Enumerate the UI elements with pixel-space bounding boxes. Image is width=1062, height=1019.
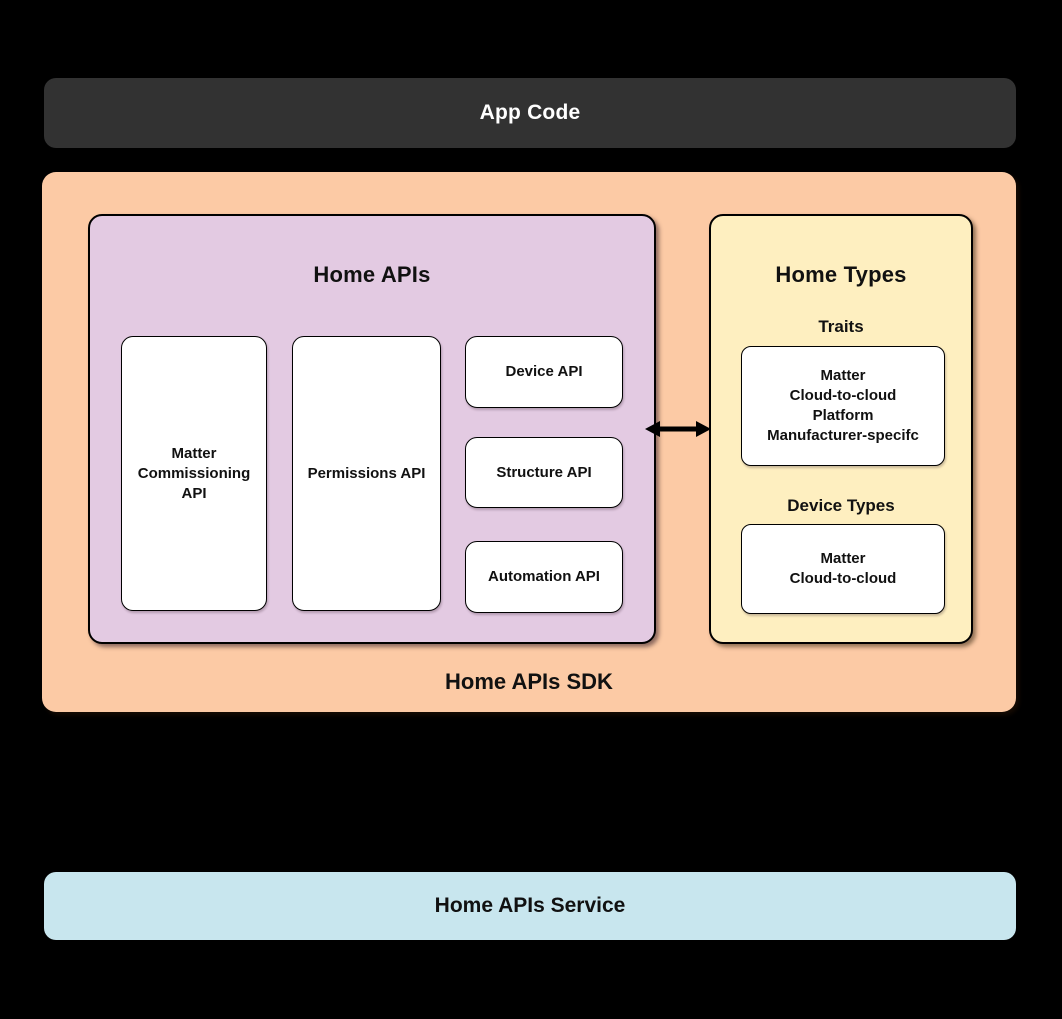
device-type-item: Cloud-to-cloud [789, 570, 897, 587]
trait-item: Cloud-to-cloud [789, 387, 897, 404]
home-apis-service-bar: Home APIs Service [44, 872, 1016, 940]
home-apis-sdk-box: Home APIs Matter Commissioning API Permi… [42, 172, 1016, 712]
matter-commissioning-api-label: Matter Commissioning API [137, 444, 251, 502]
home-types-group: Home Types Traits Matter Cloud-to-cloud … [709, 214, 973, 644]
home-apis-group: Home APIs Matter Commissioning API Permi… [88, 214, 656, 644]
matter-commissioning-api-card: Matter Commissioning API [121, 336, 267, 611]
device-types-label: Device Types [787, 496, 895, 515]
automation-api-label: Automation API [488, 568, 600, 585]
home-apis-sdk-label: Home APIs SDK [445, 669, 613, 694]
trait-item: Matter [820, 367, 866, 384]
device-types-card: Matter Cloud-to-cloud [741, 524, 945, 614]
automation-api-card: Automation API [465, 541, 623, 613]
device-api-card: Device API [465, 336, 623, 408]
home-apis-title: Home APIs [313, 262, 431, 287]
trait-item: Platform [812, 407, 874, 424]
structure-api-card: Structure API [465, 437, 623, 508]
home-apis-service-label: Home APIs Service [434, 894, 626, 917]
device-type-item: Matter [820, 550, 866, 567]
permissions-api-card: Permissions API [292, 336, 441, 611]
permissions-api-label: Permissions API [307, 464, 426, 482]
structure-api-label: Structure API [496, 463, 592, 481]
trait-item: Manufacturer-specifc [767, 427, 919, 444]
traits-label: Traits [818, 317, 864, 336]
home-types-title: Home Types [775, 262, 907, 287]
app-code-label: App Code [479, 101, 581, 124]
app-code-bar: App Code [44, 78, 1016, 148]
device-api-label: Device API [505, 363, 583, 380]
bidirectional-arrow-icon [645, 421, 711, 437]
traits-card: Matter Cloud-to-cloud Platform Manufactu… [741, 346, 945, 466]
